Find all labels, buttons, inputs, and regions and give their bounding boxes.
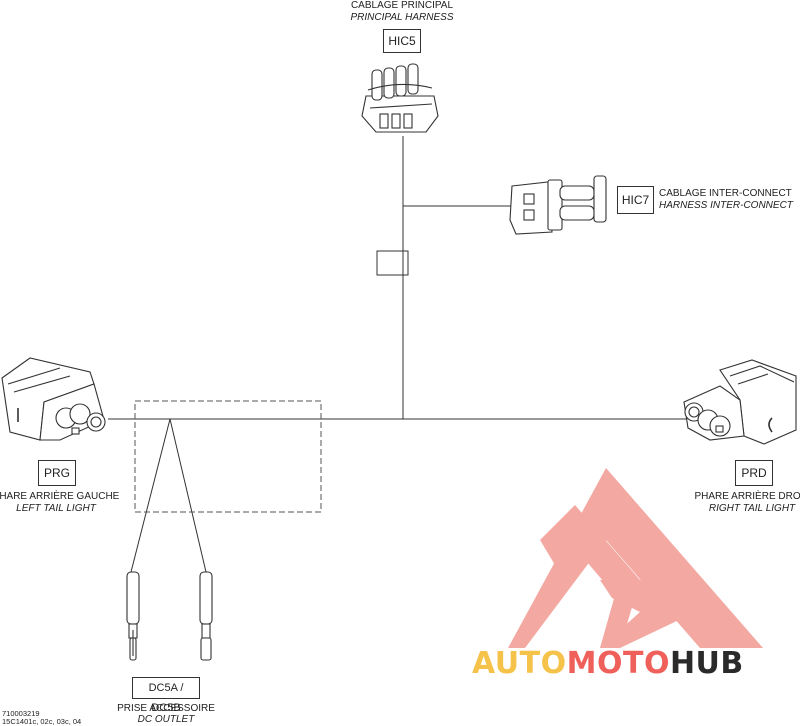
hic7-label-en: HARNESS INTER-CONNECT <box>659 200 793 211</box>
prg-label-fr: PHARE ARRIÈRE GAUCHE <box>0 491 120 502</box>
dc5a-terminal-icon <box>126 571 140 661</box>
dc-label-en: DC OUTLET <box>137 714 195 725</box>
watermark-part-auto: AUTO <box>472 646 567 681</box>
hic7-code-box: HIC7 <box>617 186 654 214</box>
prg-label-en: LEFT TAIL LIGHT <box>16 503 96 514</box>
dc-code-box: DC5A / DC5B <box>132 677 200 714</box>
watermark-part-moto: MOTO <box>566 646 670 681</box>
watermark-text: AUTOMOTOHUB <box>472 646 744 681</box>
watermark-part-hub: HUB <box>669 646 744 681</box>
hic5-connector-icon <box>361 63 439 133</box>
prd-connector-icon <box>683 359 797 445</box>
prd-code-box: PRD <box>735 460 773 486</box>
dc-outlet-wire-a <box>130 418 171 573</box>
wires <box>108 136 688 573</box>
dc-outlet-zone <box>134 400 322 513</box>
dc-outlet-wire-b <box>169 418 207 573</box>
hic7-label-fr: CABLAGE INTER-CONNECT <box>659 188 792 199</box>
hic5-code-box: HIC5 <box>383 29 421 53</box>
model-codes: 15C1401c, 02c, 03c, 04 <box>2 717 82 726</box>
prd-label-fr: PHARE ARRIÈRE DROIT <box>694 491 800 502</box>
dc-label-fr: PRISE ACCESSOIRE <box>117 703 215 714</box>
part-number: 710003219 <box>2 709 40 718</box>
hic5-label-en: PRINCIPAL HARNESS <box>350 12 454 23</box>
hic7-connector-icon <box>509 175 607 235</box>
prg-code-box: PRG <box>38 460 76 486</box>
dc5b-terminal-icon <box>199 571 213 661</box>
hic5-label-fr: CABLAGE PRINCIPAL <box>350 0 454 11</box>
prg-connector-icon <box>1 357 106 441</box>
watermark-logo-icon <box>508 468 763 648</box>
prd-label-en: RIGHT TAIL LIGHT <box>708 503 796 514</box>
